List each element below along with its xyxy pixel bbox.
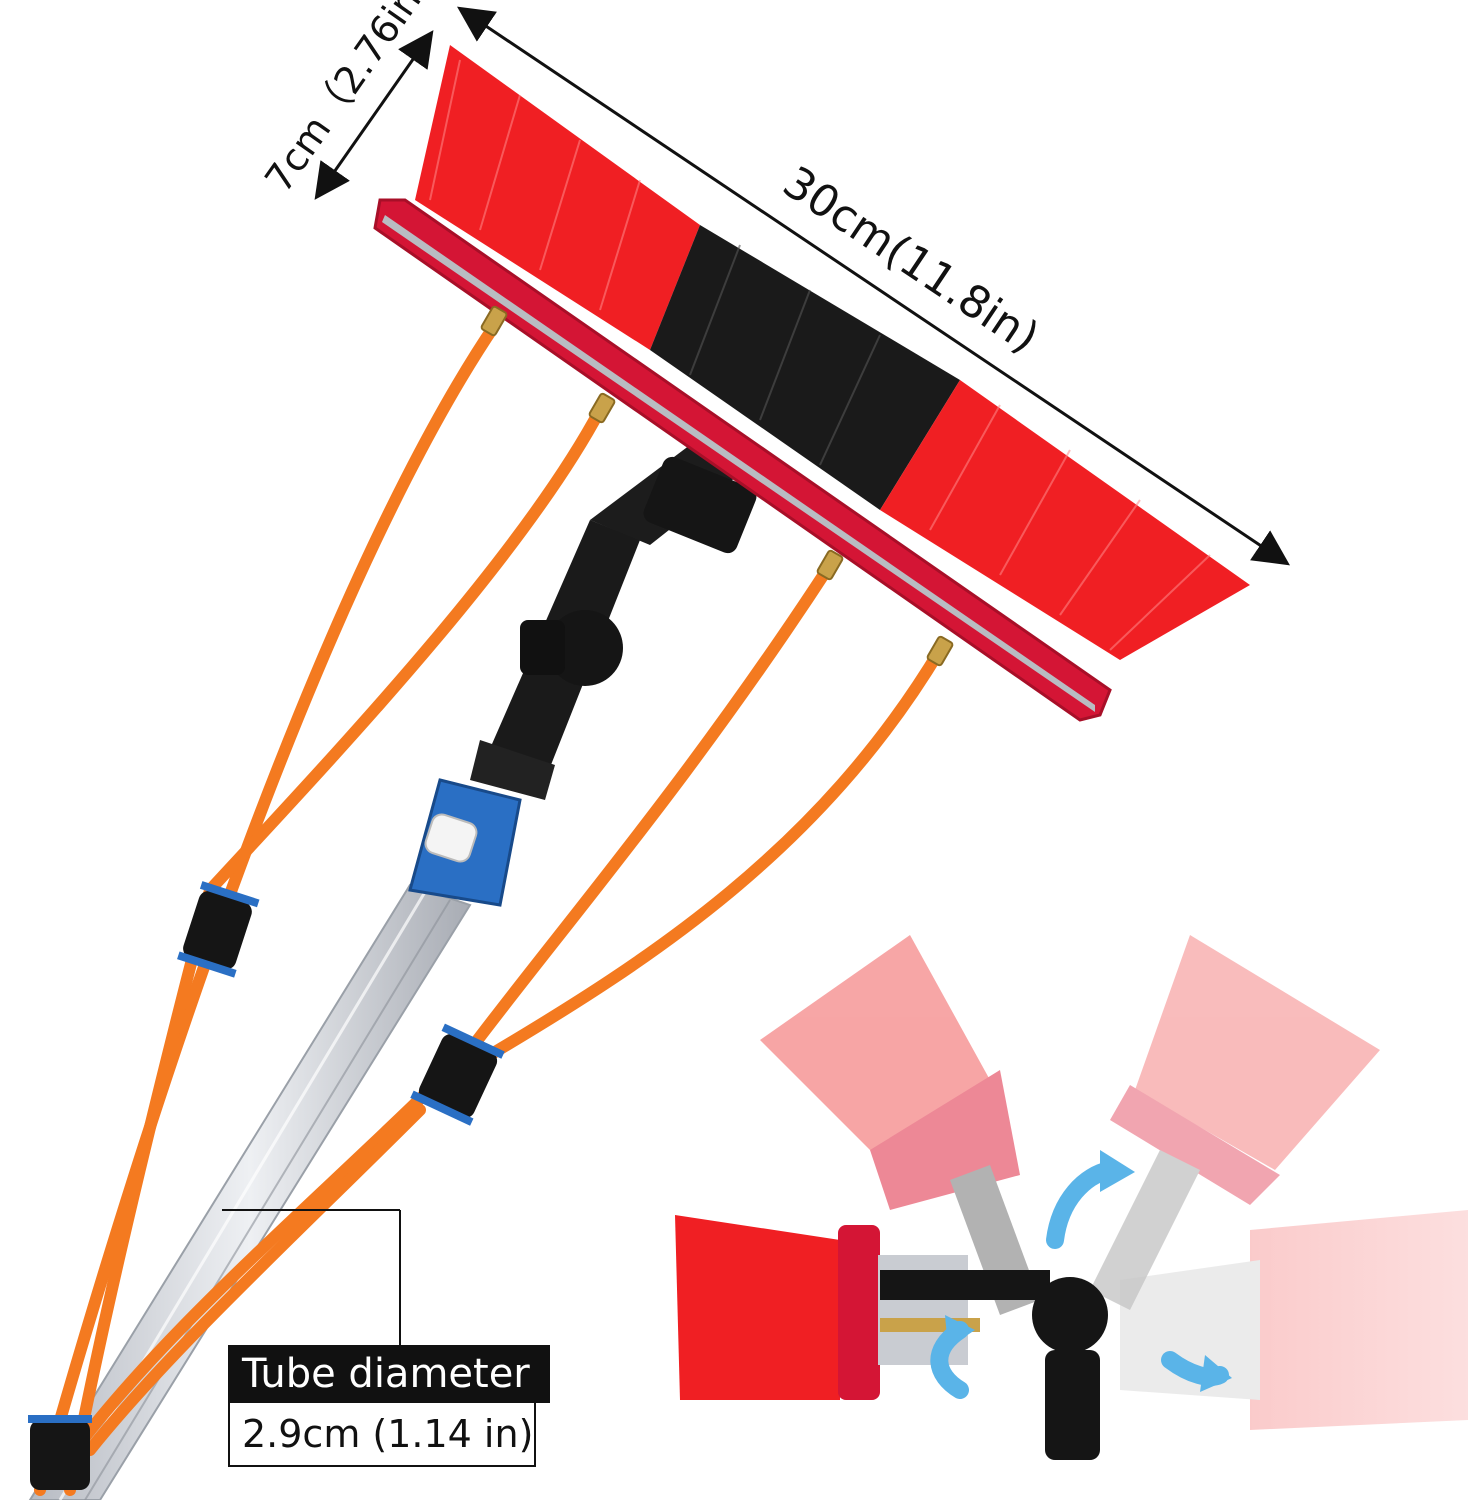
- height-dimension: 7cm（2.76in): [256, 0, 438, 200]
- tube-diameter-value: 2.9cm (1.14 in): [228, 1403, 536, 1467]
- tube-diameter-pointer: [222, 1209, 401, 1345]
- solid-brush-head-left: [675, 1215, 1108, 1460]
- blue-clamp-connector: [408, 778, 522, 907]
- tube-diameter-title: Tube diameter: [228, 1345, 550, 1403]
- rotation-demo: [675, 935, 1468, 1460]
- brush-head: [373, 45, 1250, 722]
- hose-connector-left: [177, 881, 260, 978]
- faded-brush-head-right: [1120, 1210, 1468, 1430]
- tube-diameter-callout: Tube diameter 2.9cm (1.14 in): [228, 1345, 550, 1467]
- hose-connector-bottom: [28, 1415, 92, 1490]
- hose-connector-right: [410, 1023, 505, 1126]
- height-label: 7cm（2.76in): [256, 0, 438, 200]
- faded-brush-head-upper-right: [1090, 935, 1380, 1310]
- angle-adapter: [470, 445, 757, 800]
- rotation-arrowheads: [945, 1150, 1232, 1392]
